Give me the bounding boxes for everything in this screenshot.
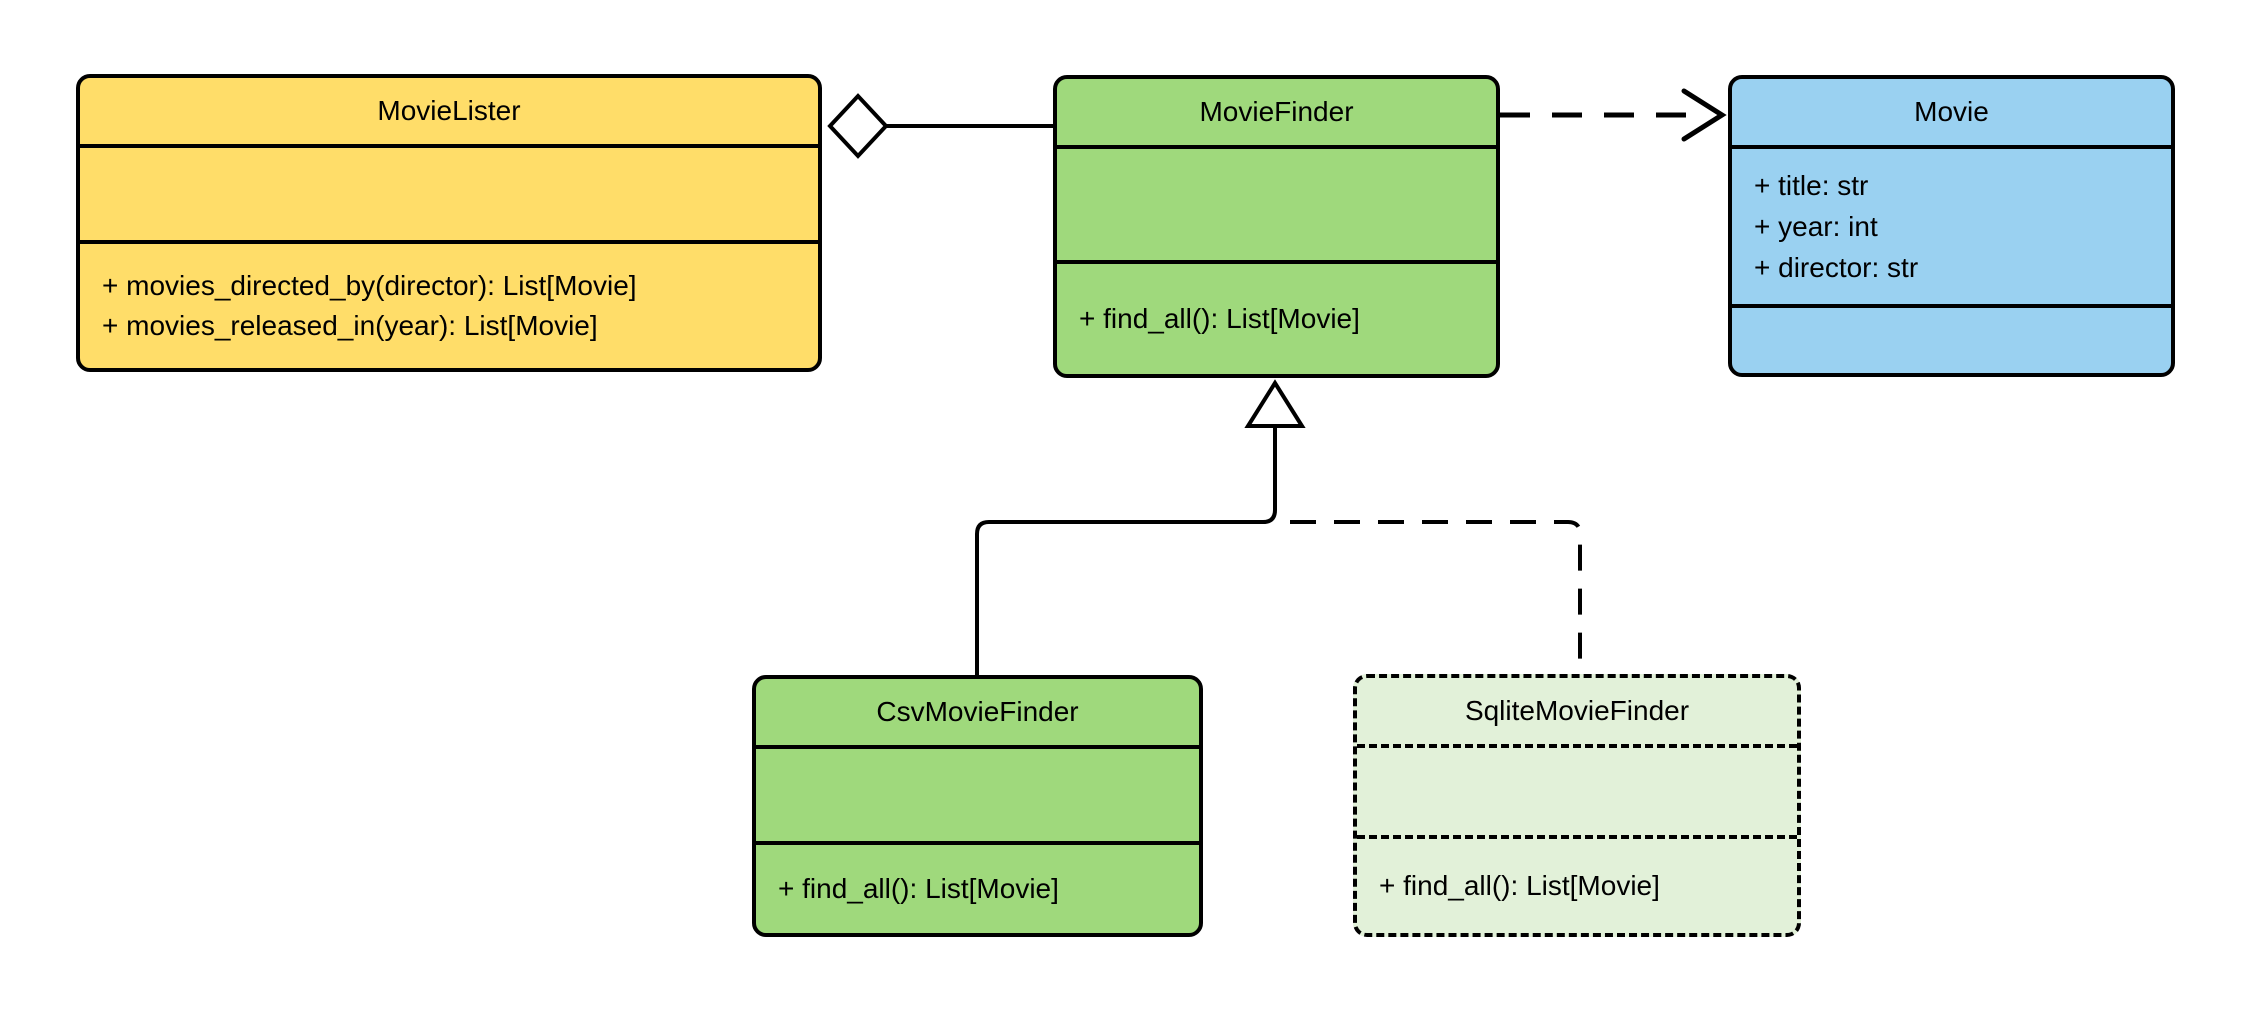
methods-compartment: + find_all(): List[Movie]	[1057, 260, 1496, 374]
dependency-open-arrowhead	[1681, 88, 1727, 142]
method-label: + movies_directed_by(director): List[Mov…	[102, 270, 637, 301]
dependency-edge-moviefinder-movie	[1500, 88, 1727, 142]
aggregation-diamond	[827, 93, 889, 159]
attributes-compartment	[756, 745, 1199, 841]
class-movie: Movie + title: str + year: int + directo…	[1728, 75, 2175, 377]
methods-compartment: + movies_directed_by(director): List[Mov…	[80, 240, 818, 368]
method-label: + find_all(): List[Movie]	[1079, 303, 1360, 334]
method-label: + find_all(): List[Movie]	[778, 873, 1059, 904]
methods-compartment: + find_all(): List[Movie]	[1357, 835, 1797, 933]
class-title: CsvMovieFinder	[876, 696, 1079, 727]
attributes-compartment	[1357, 744, 1797, 835]
methods-compartment: + find_all(): List[Movie]	[756, 841, 1199, 933]
generalization-edge-sqlitemoviefinder-moviefinder	[1290, 520, 1582, 672]
attributes-compartment	[80, 144, 818, 240]
generalization-edge-csvmoviefinder-moviefinder	[975, 379, 1306, 677]
attributes-compartment	[1057, 145, 1496, 260]
class-title: Movie	[1914, 96, 1989, 127]
class-moviefinder: MovieFinder + find_all(): List[Movie]	[1053, 75, 1500, 378]
class-csvmoviefinder: CsvMovieFinder + find_all(): List[Movie]	[752, 675, 1203, 937]
aggregation-edge-movielister-moviefinder	[827, 93, 1053, 159]
class-title: MovieFinder	[1199, 96, 1354, 127]
methods-compartment	[1732, 304, 2171, 373]
class-sqlitemoviefinder: SqliteMovieFinder + find_all(): List[Mov…	[1353, 674, 1801, 937]
method-label: + find_all(): List[Movie]	[1379, 870, 1660, 901]
attribute-label: + year: int	[1754, 211, 1878, 242]
class-title: MovieLister	[377, 95, 521, 126]
class-title: SqliteMovieFinder	[1464, 695, 1690, 726]
attribute-label: + title: str	[1754, 170, 1869, 201]
attribute-label: + director: str	[1754, 252, 1919, 283]
method-label: + movies_released_in(year): List[Movie]	[102, 310, 598, 341]
class-movielister: MovieLister + movies_directed_by(directo…	[76, 74, 822, 372]
generalization-triangle	[1244, 379, 1306, 428]
attributes-compartment: + title: str + year: int + director: str	[1732, 145, 2171, 304]
